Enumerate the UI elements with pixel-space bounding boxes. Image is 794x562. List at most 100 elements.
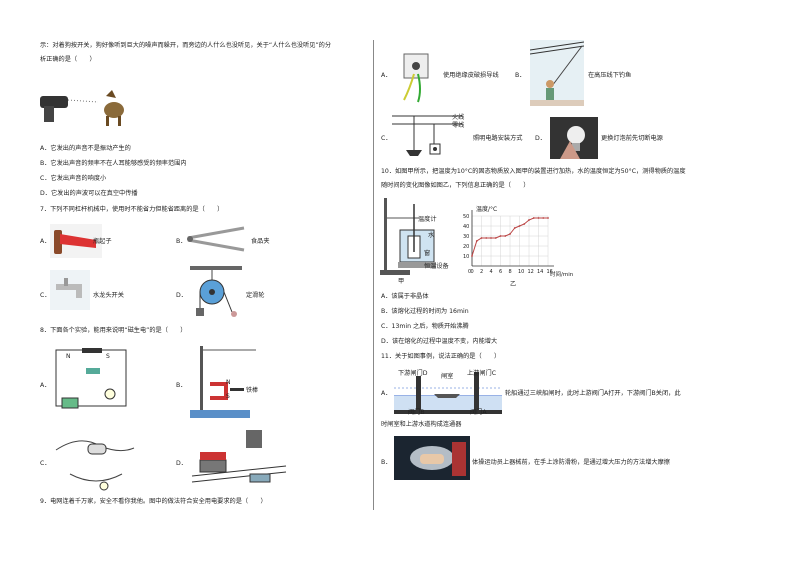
q8-c-letter: C．: [40, 460, 51, 467]
data-point: [475, 240, 478, 242]
q9-b-text: 在高压线下钓鱼: [588, 72, 632, 79]
q8-b-tie-bang-label: 铁棒: [246, 386, 258, 394]
fig-yi-label: 乙: [510, 281, 517, 288]
q8-c-hands-image: [55, 440, 135, 491]
q10-line1: 10．如图甲所示，把温度为10°C的固态物质放入图甲的装置进行加热，水的温度恒定…: [381, 168, 686, 175]
data-point: [542, 217, 545, 219]
data-point: [528, 219, 530, 221]
q9-c-lingxian: 零线: [452, 122, 465, 129]
data-point: [532, 217, 535, 219]
chart-x-axis-label: 时间/min: [550, 270, 574, 278]
q8-a-circuit-image: N S: [55, 348, 127, 409]
q11-a-text1: 轮船通过三峡船闸时，此时上游阀门A打开，下游阀门B关闭，此: [505, 390, 681, 397]
upper-gate-c-label: 上游闸门C: [467, 370, 497, 377]
q8-b-n-label: N: [226, 379, 231, 386]
q6-option-b: B．它发出声音的频率不在人耳能够感受的频率范围内: [40, 160, 187, 167]
x-tick-label: 6: [499, 269, 502, 275]
q10-option-a: A．该属于非晶体: [381, 293, 429, 300]
food-tongs-image: [187, 226, 245, 252]
data-point: [494, 237, 497, 239]
fishing-under-powerline-image: [530, 40, 584, 106]
faucet-image: [50, 270, 90, 310]
bottle-opener-image: [50, 224, 102, 258]
q6-option-a: A．它发出的声音不是振动产生的: [40, 145, 131, 152]
heating-apparatus-image: [380, 198, 436, 275]
q8-a-s-label: S: [106, 353, 110, 360]
fig-jia-label: 甲: [398, 278, 405, 285]
data-point: [518, 225, 521, 227]
valve-b-label: 阀门B: [408, 409, 425, 416]
q9-b-letter: B．: [515, 72, 526, 79]
q7-c-letter: C．: [40, 292, 51, 299]
lower-gate-d-label: 下游闸门D: [398, 370, 428, 377]
y-tick-label: 10: [463, 254, 469, 260]
container-label: 窗: [424, 250, 431, 257]
data-point: [471, 255, 473, 257]
q6-option-c: C．它发出声音的响度小: [40, 175, 107, 182]
q10-option-b: B．该熔化过程的时间为 16min: [381, 308, 469, 315]
q9-a-letter: A．: [381, 72, 392, 79]
q7-b-text: 食品夹: [251, 238, 270, 245]
q9-d-letter: D．: [535, 135, 546, 142]
chart-y-axis-label: 温度/°C: [476, 205, 497, 213]
x-tick-label: 8: [509, 269, 512, 275]
data-point: [480, 237, 483, 239]
q11-a-letter: A．: [381, 390, 392, 397]
gymnast-chalk-image: [394, 436, 470, 480]
origin-label: 0: [468, 269, 471, 275]
q11-a-text2: 时闸室和上游水道构成连通器: [381, 421, 462, 428]
q9-d-text: 更换灯泡前先切断电源: [601, 135, 663, 142]
ship-lock-diagram: [394, 372, 502, 414]
q6-intro-line1: 示：对着狗按开关，狗好像听到巨大的噪声而躲开，而旁边的人什么也没听见，关于“人什…: [40, 42, 332, 49]
constant-device-label: 恒温设备: [424, 263, 449, 270]
damaged-wire-image: [403, 53, 429, 103]
replace-bulb-image: [550, 117, 598, 159]
data-point: [490, 237, 492, 239]
data-point: [523, 223, 526, 225]
q6-option-d: D．它发出的声波可以在真空中传播: [40, 190, 138, 197]
temperature-series-points: [471, 217, 549, 257]
x-tick-label: 16: [547, 269, 553, 275]
q7-d-letter: D．: [176, 292, 187, 299]
column-divider: [373, 40, 374, 510]
x-tick-label: 0: [471, 269, 474, 275]
q7-d-text: 定滑轮: [246, 292, 265, 299]
x-tick-label: 12: [528, 269, 534, 275]
q7-stem: 7．下列不同杠杆机械中，使用时不能省力但能省距离的是（ ）: [40, 206, 224, 213]
lighting-circuit-image: [392, 115, 462, 156]
data-point: [509, 233, 511, 235]
y-tick-label: 30: [463, 234, 469, 240]
water-label: 水: [428, 232, 435, 239]
q11-stem: 11．关于如图事例，说法正确的是（ ）: [381, 353, 501, 360]
q9-c-huoxian: 火线: [452, 114, 465, 121]
q9-c-letter: C．: [381, 135, 392, 142]
q7-a-letter: A．: [40, 238, 51, 245]
data-point: [499, 235, 502, 237]
data-point: [504, 235, 507, 237]
y-tick-label: 40: [463, 224, 469, 230]
x-tick-label: 4: [490, 269, 493, 275]
thermometer-label: 温度计: [418, 216, 437, 223]
dog-ultrasonic-image: [40, 90, 124, 126]
x-tick-label: 10: [518, 269, 524, 275]
fixed-pulley-image: [190, 266, 242, 317]
q8-b-letter: B．: [176, 382, 187, 389]
q11-b-text: 体操运动员上器械前，在手上涂防滑粉，是通过增大压力的方法增大摩擦: [472, 459, 670, 466]
lock-chamber-label: 闸室: [441, 373, 454, 380]
q8-b-iron-bar-image: N S 铁棒: [190, 346, 258, 418]
x-tick-label: 2: [480, 269, 483, 275]
y-tick-label: 20: [463, 244, 469, 250]
data-point: [537, 217, 540, 219]
q10-line2: 随时间的变化图像如图乙，下列信息正确的是（ ）: [381, 182, 530, 189]
q8-d-letter: D．: [176, 460, 187, 467]
valve-a-label: 阀门A: [470, 409, 487, 416]
q7-c-text: 水龙头开关: [93, 292, 124, 299]
q8-a-n-label: N: [66, 353, 71, 360]
q8-stem: 8．下面各个实验，能用来说明“磁生电”的是（ ）: [40, 327, 187, 334]
q9-stem: 9．电网连着千万家，安全不看你我他。图中的做法符合安全用电要求的是（ ）: [40, 498, 267, 505]
q10-option-d: D．该在熔化的过程中温度不变，内能增大: [381, 338, 498, 345]
q6-intro-line2: 析正确的是（ ）: [40, 56, 96, 63]
q8-d-magnet-image: [191, 430, 287, 483]
